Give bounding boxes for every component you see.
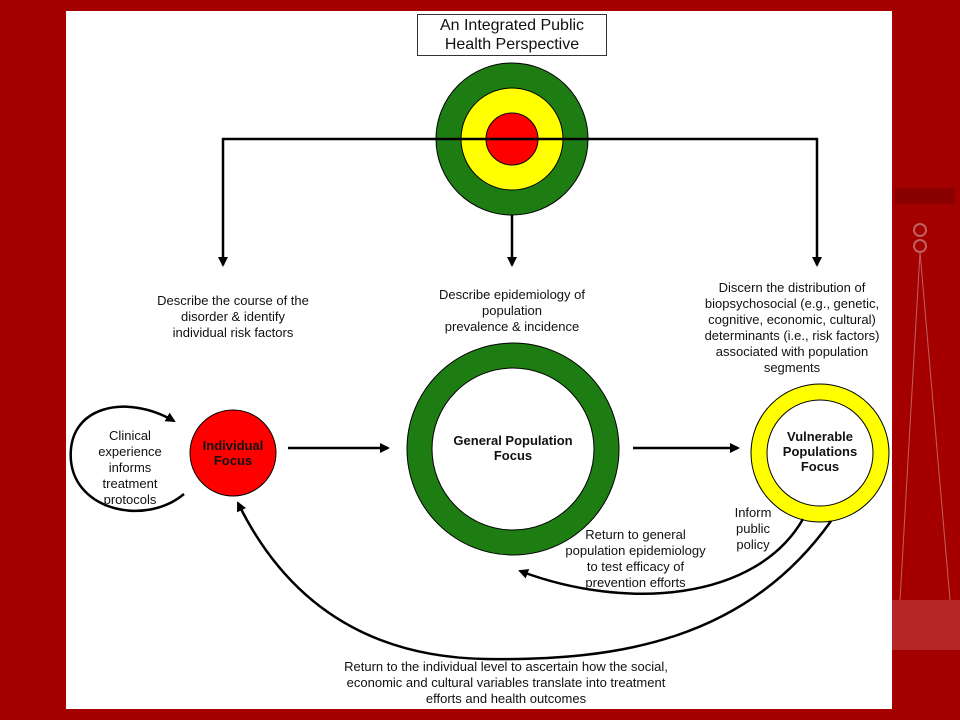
vulnerable-populations-line: Vulnerable	[787, 429, 853, 444]
arrow-return-to-individual	[236, 501, 833, 661]
individual-focus-circle	[189, 409, 277, 497]
center-branch-line: population	[482, 303, 542, 318]
diagram-title: An Integrated Public Health Perspective	[417, 14, 607, 56]
inform-policy-line: Inform	[734, 505, 772, 520]
title-line-2: Health Perspective	[444, 36, 580, 53]
vulnerable-populations-line: Populations	[782, 444, 858, 459]
right-branch-line: associated with population	[715, 344, 869, 359]
clinical-loop-arrow	[69, 405, 185, 513]
arrow-return-to-general	[518, 518, 805, 595]
general-population-line: General Population	[453, 433, 573, 448]
return-general-line: prevention efforts	[585, 575, 686, 590]
left-branch-text: Describe the course of the disorder & id…	[138, 293, 328, 341]
clinical-line: informs	[108, 460, 152, 475]
inform-policy-line: public	[736, 521, 770, 536]
center-branch-text: Describe epidemiology of population prev…	[412, 287, 612, 335]
title-line-1: An Integrated Public	[439, 17, 585, 34]
scale-decoration	[890, 188, 960, 650]
diagram-panel: An Integrated Public Health Perspective	[66, 11, 892, 709]
vulnerable-populations-label: Vulnerable Populations Focus	[765, 429, 875, 474]
general-population-inner	[431, 367, 595, 531]
return-general-line: Return to general	[585, 527, 686, 542]
clinical-line: Clinical	[109, 428, 151, 443]
return-to-general-text: Return to general population epidemiolog…	[553, 527, 718, 591]
individual-focus-line: Individual	[202, 438, 264, 453]
left-branch-line: disorder & identify	[180, 309, 286, 324]
right-branch-line: segments	[763, 360, 821, 375]
vulnerable-populations-inner	[766, 399, 874, 507]
general-population-line: Focus	[493, 448, 533, 463]
left-branch-line: individual risk factors	[172, 325, 294, 340]
return-to-individual-text: Return to the individual level to ascert…	[306, 659, 706, 707]
return-individual-line: Return to the individual level to ascert…	[344, 659, 668, 674]
right-branch-text: Discern the distribution of biopsychosoc…	[692, 280, 892, 376]
inform-policy-text: Inform public policy	[723, 505, 783, 553]
inform-policy-line: policy	[736, 537, 770, 552]
return-individual-line: economic and cultural variables translat…	[346, 675, 666, 690]
return-individual-line: efforts and health outcomes	[425, 691, 587, 706]
center-branch-line: Describe epidemiology of	[439, 287, 585, 302]
center-branch-line: prevalence & incidence	[444, 319, 580, 334]
right-branch-line: biopsychosocial (e.g., genetic,	[704, 296, 880, 311]
return-general-line: population epidemiology	[565, 543, 706, 558]
right-branch-line: determinants (i.e., risk factors)	[704, 328, 880, 343]
clinical-experience-text: Clinical experience informs treatment pr…	[90, 428, 170, 508]
general-population-label: General Population Focus	[433, 433, 593, 463]
individual-focus-line: Focus	[213, 453, 253, 468]
clinical-line: protocols	[103, 492, 157, 507]
left-branch-line: Describe the course of the	[157, 293, 309, 308]
right-branch-line: Discern the distribution of	[718, 280, 866, 295]
return-general-line: to test efficacy of	[586, 559, 685, 574]
individual-focus-label: Individual Focus	[193, 438, 273, 468]
vulnerable-populations-line: Focus	[800, 459, 840, 474]
right-branch-line: cognitive, economic, cultural)	[708, 312, 876, 327]
clinical-line: treatment	[102, 476, 158, 491]
clinical-line: experience	[98, 444, 162, 459]
diagram-graphics	[69, 62, 890, 661]
